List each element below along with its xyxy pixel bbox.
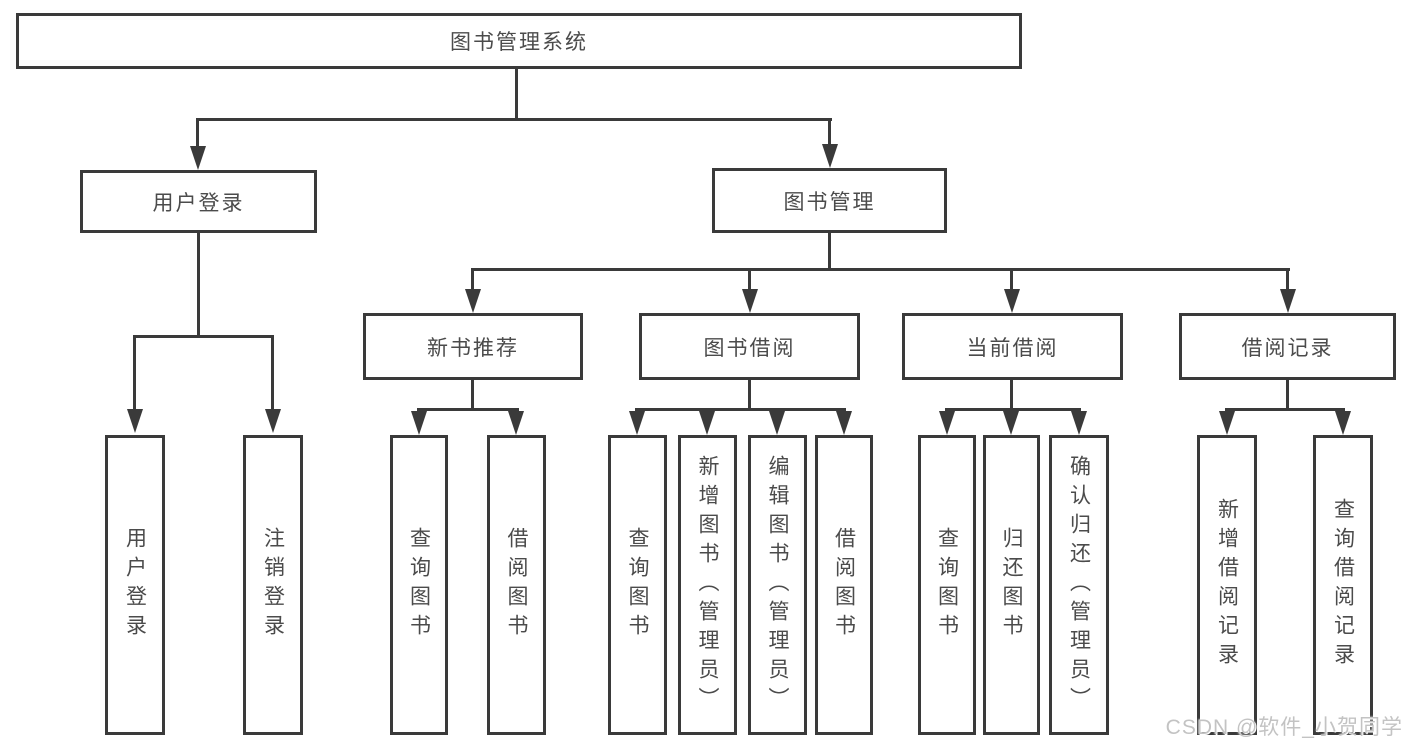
leaf-borrow-add-books-admin: 新增图书（管理员）: [678, 435, 737, 735]
leaf-recommend-query-books: 查询图书: [390, 435, 448, 735]
leaf-label: 借阅图书: [505, 527, 528, 643]
leaf-label: 新增图书（管理员）: [696, 454, 719, 716]
arrowhead-borrow-leaf-4: [836, 411, 852, 435]
arrowhead-records-leaf-2: [1335, 411, 1351, 435]
node-new-book-recommend: 新书推荐: [363, 313, 583, 380]
connector-records-stem: [1286, 380, 1289, 411]
node-label: 图书借阅: [703, 336, 796, 360]
connector-recommend-bar: [417, 408, 519, 411]
arrowhead-new-book-recommend: [465, 289, 481, 313]
connector-mgmt-drop-4: [1286, 268, 1289, 292]
connector-login-stem: [197, 233, 200, 335]
arrowhead-login-leaf-2: [265, 409, 281, 433]
connector-login-drop-1: [133, 335, 136, 411]
leaf-label: 查询图书: [407, 527, 431, 643]
connector-root-drop-right: [828, 118, 831, 146]
node-book-management: 图书管理: [712, 168, 947, 233]
watermark: CSDN @软件_小贺同学: [1165, 716, 1403, 739]
leaf-logout: 注销登录: [243, 435, 303, 735]
arrowhead-current-leaf-1: [939, 411, 955, 435]
leaf-label: 用户登录: [123, 527, 147, 643]
leaf-records-add-record: 新增借阅记录: [1197, 435, 1257, 735]
arrowhead-borrowing-records: [1280, 289, 1296, 313]
leaf-current-query-books: 查询图书: [918, 435, 976, 735]
leaf-label: 注销登录: [261, 527, 285, 643]
leaf-borrow-borrow-books: 借阅图书: [815, 435, 873, 735]
leaf-label: 查询图书: [626, 527, 649, 643]
arrowhead-borrow-leaf-1: [629, 411, 645, 435]
arrowhead-recommend-leaf-1: [411, 411, 427, 435]
node-label: 图书管理系统: [450, 31, 588, 54]
node-label: 当前借阅: [966, 336, 1059, 360]
arrowhead-borrow-leaf-2: [699, 411, 715, 435]
leaf-records-query-record: 查询借阅记录: [1313, 435, 1373, 735]
connector-records-bar: [1225, 408, 1345, 411]
arrowhead-book-borrowing: [742, 289, 758, 313]
connector-login-drop-2: [271, 335, 274, 411]
leaf-label: 新增借阅记录: [1215, 498, 1239, 672]
leaf-user-login: 用户登录: [105, 435, 165, 735]
connector-borrow-bar: [635, 408, 846, 411]
arrowhead-current-leaf-3: [1071, 411, 1087, 435]
node-book-borrowing: 图书借阅: [639, 313, 860, 380]
node-user-login: 用户登录: [80, 170, 317, 233]
connector-root-drop-left: [196, 118, 199, 148]
arrowhead-user-login: [190, 146, 206, 170]
arrowhead-borrow-leaf-3: [769, 411, 785, 435]
node-borrowing-records: 借阅记录: [1179, 313, 1396, 380]
leaf-label: 确认归还（管理员）: [1067, 454, 1091, 716]
connector-current-stem: [1010, 380, 1013, 411]
leaf-recommend-borrow-books: 借阅图书: [487, 435, 546, 735]
connector-borrow-stem: [748, 380, 751, 411]
leaf-label: 查询借阅记录: [1331, 498, 1355, 672]
connector-mgmt-stem: [828, 233, 831, 270]
arrowhead-current-borrowing: [1004, 289, 1020, 313]
connector-mgmt-drop-3: [1010, 268, 1013, 292]
arrowhead-records-leaf-1: [1219, 411, 1235, 435]
leaf-label: 借阅图书: [832, 527, 856, 643]
leaf-label: 编辑图书（管理员）: [766, 454, 789, 716]
leaf-current-confirm-return-admin: 确认归还（管理员）: [1049, 435, 1109, 735]
connector-mgmt-drop-2: [748, 268, 751, 292]
node-label: 借阅记录: [1241, 336, 1334, 360]
node-label: 图书管理: [783, 190, 876, 214]
arrowhead-current-leaf-2: [1003, 411, 1019, 435]
connector-mgmt-drop-1: [471, 268, 474, 292]
connector-current-bar: [945, 408, 1081, 411]
connector-recommend-stem: [471, 380, 474, 411]
node-library-management-system: 图书管理系统: [16, 13, 1022, 69]
leaf-current-return-books: 归还图书: [983, 435, 1040, 735]
connector-root-stem: [515, 68, 518, 120]
leaf-borrow-edit-books-admin: 编辑图书（管理员）: [748, 435, 807, 735]
leaf-borrow-query-books: 查询图书: [608, 435, 667, 735]
arrowhead-recommend-leaf-2: [508, 411, 524, 435]
leaf-label: 查询图书: [935, 527, 959, 643]
connector-login-bar: [133, 335, 274, 338]
node-label: 新书推荐: [427, 336, 519, 360]
leaf-label: 归还图书: [1000, 527, 1023, 643]
node-label: 用户登录: [152, 191, 245, 215]
connector-root-bar: [196, 118, 832, 121]
arrowhead-login-leaf-1: [127, 409, 143, 433]
arrowhead-book-management: [822, 144, 838, 168]
node-current-borrowing: 当前借阅: [902, 313, 1123, 380]
connector-mgmt-bar: [471, 268, 1290, 271]
